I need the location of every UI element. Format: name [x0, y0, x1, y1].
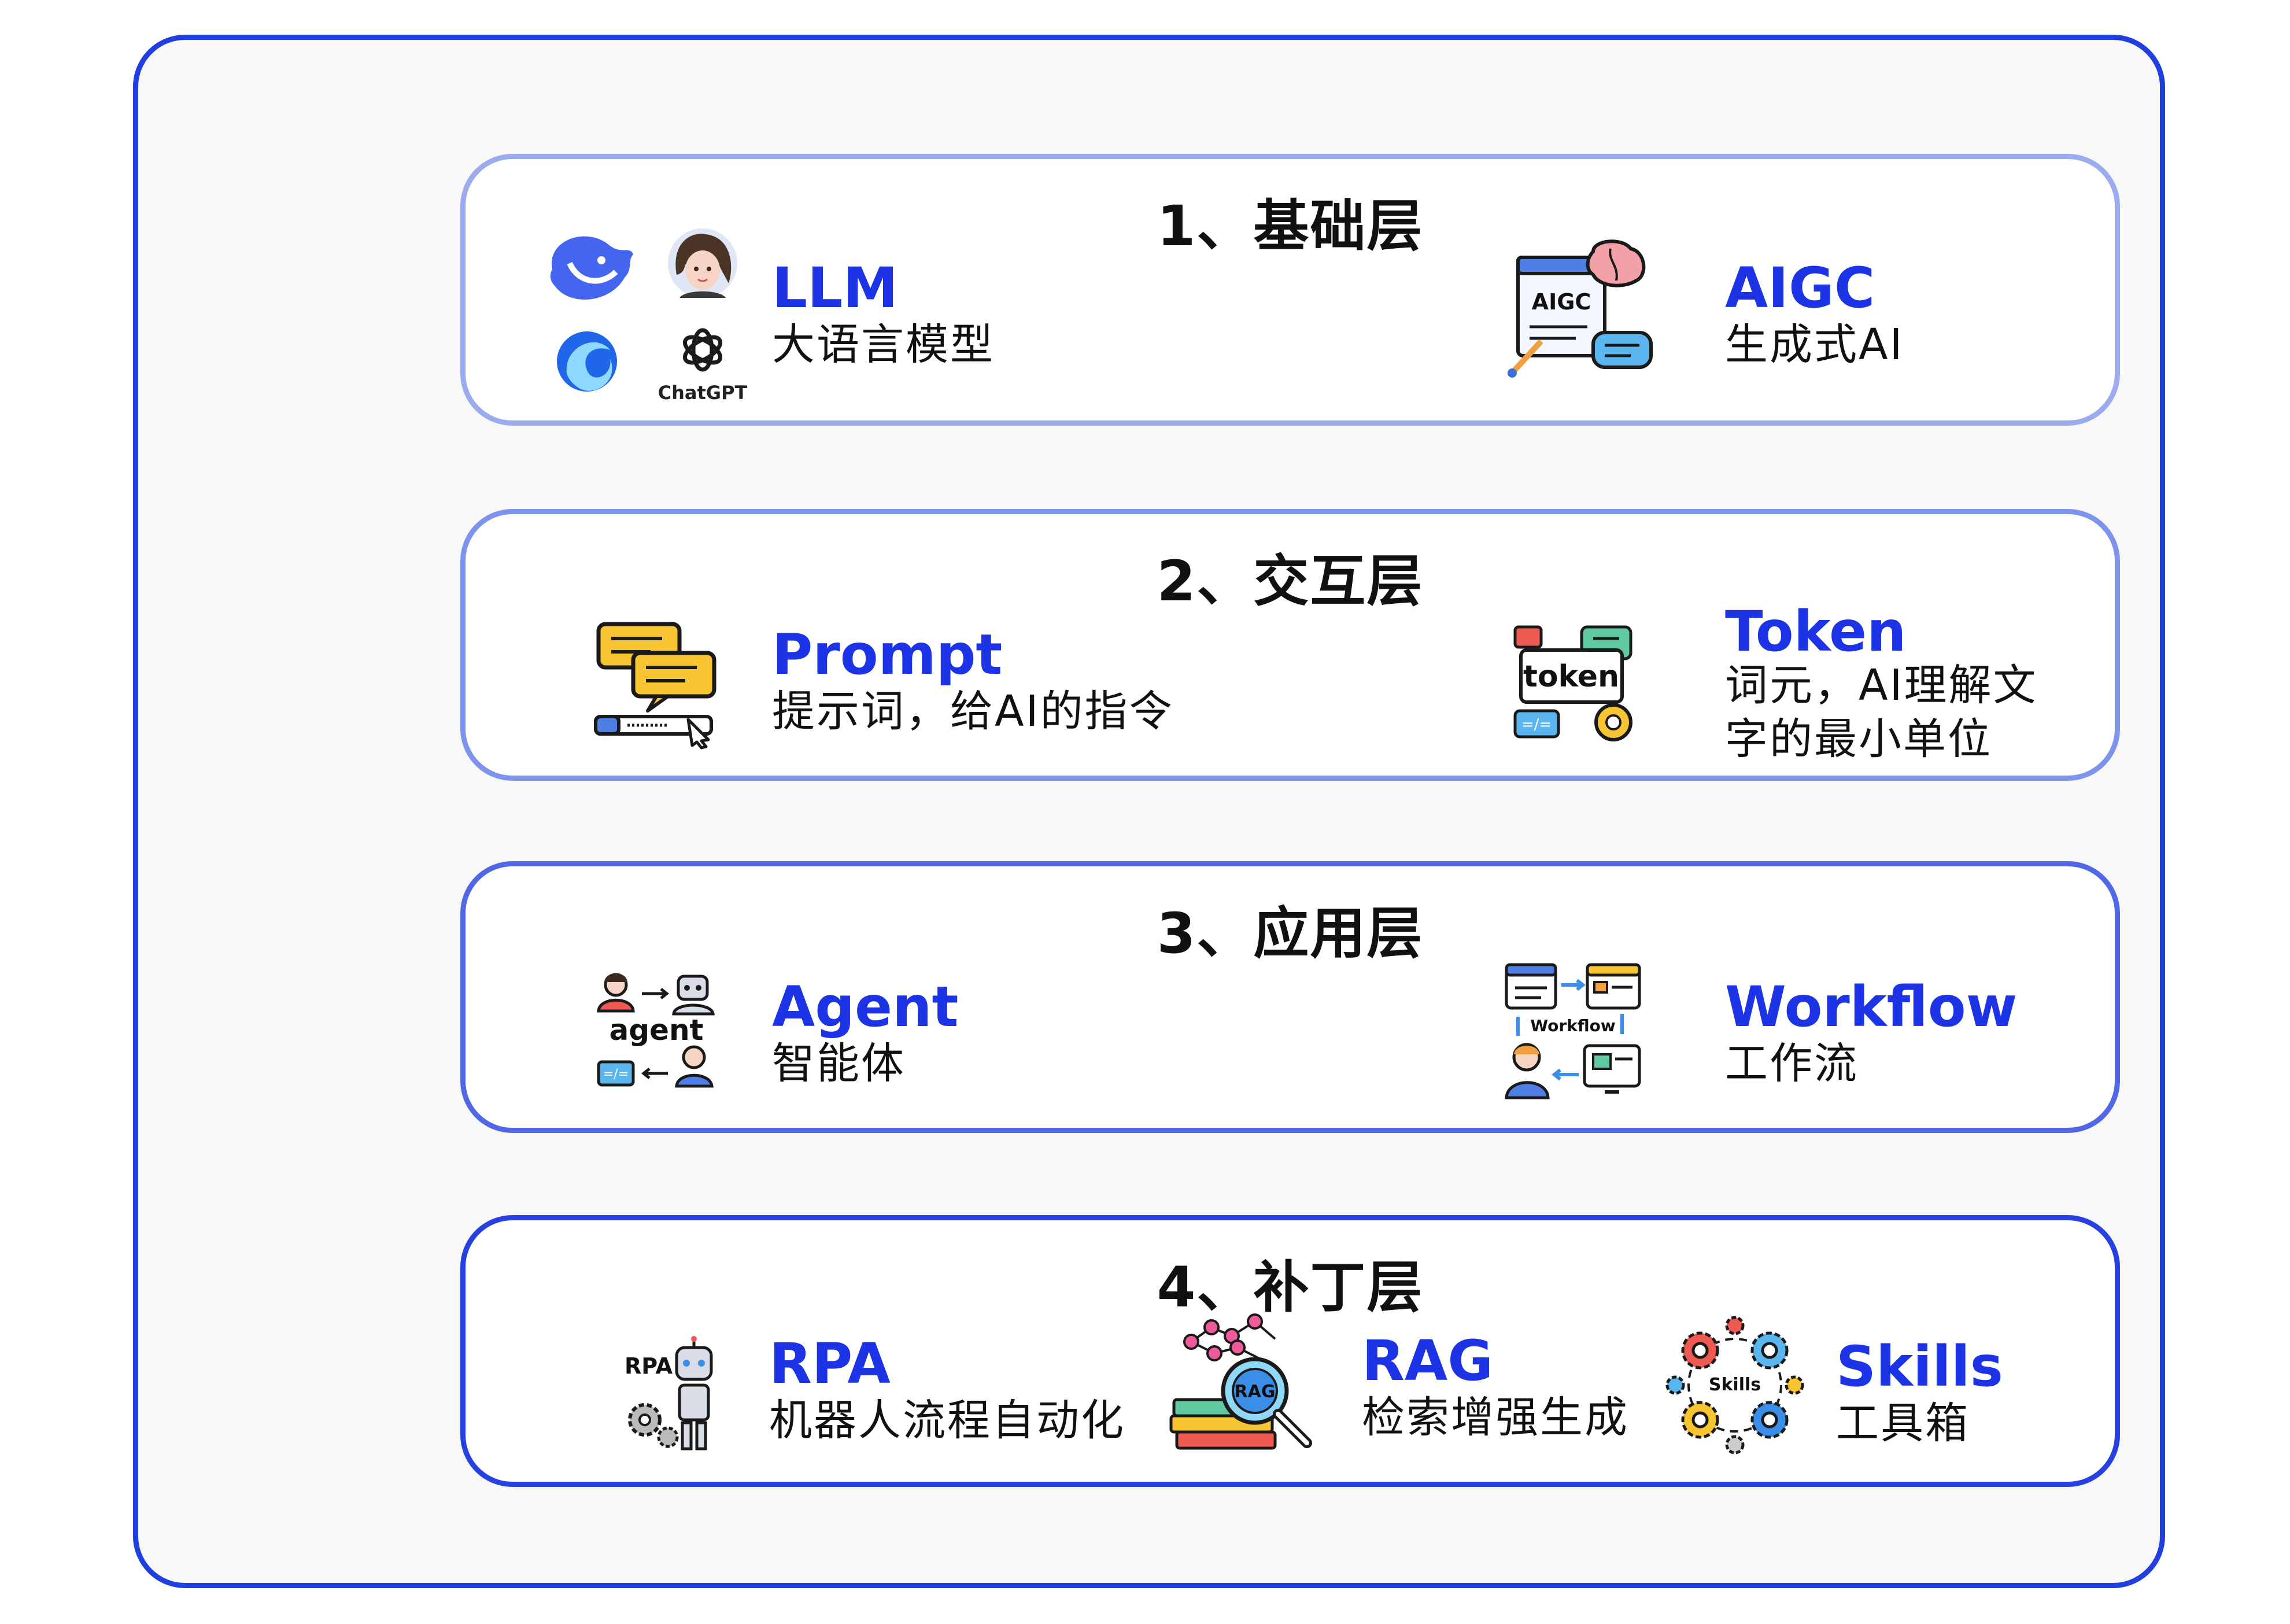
avatar-icon: [668, 228, 737, 298]
llm-models-icon: ChatGPT: [546, 228, 749, 408]
openai-icon: [682, 328, 723, 372]
term-skills: Skills: [1836, 1334, 2003, 1399]
skills-icon: Skills: [1665, 1316, 1804, 1455]
desc-skills: 工具箱: [1836, 1398, 1970, 1448]
desc-token: 词元，AI理解文 字的最小单位: [1725, 659, 2037, 766]
token-icon: token =/=: [1506, 624, 1645, 745]
rpa-caption: RPA: [625, 1353, 673, 1379]
desc-line: 字的最小单位: [1725, 714, 1992, 765]
workflow-icon: Workflow: [1501, 962, 1645, 1101]
diagram-frame: 1、基础层: [133, 35, 2165, 1588]
workflow-caption: Workflow: [1530, 1016, 1615, 1035]
desc-llm: 大语言模型: [772, 320, 995, 370]
swirl-icon: [557, 331, 617, 392]
layer-interaction: 2、交互层 Prompt 提示词，给AI的指令: [460, 509, 2120, 781]
desc-agent: 智能体: [772, 1039, 906, 1088]
layer-foundation: 1、基础层: [460, 154, 2120, 426]
layer-title: 2、交互层: [1157, 549, 1424, 614]
layer-title: 4、补丁层: [1157, 1255, 1424, 1320]
aigc-icon: AIGC: [1506, 239, 1657, 379]
term-rpa: RPA: [769, 1331, 891, 1396]
layer-title: 1、基础层: [1157, 194, 1424, 259]
desc-rag: 检索增强生成: [1362, 1393, 1629, 1442]
desc-line: 词元，AI理解文: [1725, 660, 2038, 710]
svg-text:=/=: =/=: [1521, 716, 1552, 733]
svg-text:=/=: =/=: [603, 1067, 629, 1082]
skills-caption: Skills: [1709, 1375, 1761, 1395]
term-llm: LLM: [772, 256, 898, 320]
desc-prompt: 提示词，给AI的指令: [772, 686, 1174, 736]
desc-aigc: 生成式AI: [1725, 320, 1904, 370]
rag-icon: RAG: [1168, 1313, 1318, 1460]
agent-caption: agent: [610, 1013, 704, 1047]
whale-icon: [550, 236, 633, 300]
desc-rpa: 机器人流程自动化: [769, 1396, 1125, 1445]
chatgpt-caption: ChatGPT: [658, 382, 748, 404]
layer-application: 3、应用层 agent =/= Agent 智能体: [460, 861, 2120, 1133]
agent-icon: agent =/=: [593, 970, 720, 1092]
term-prompt: Prompt: [772, 622, 1003, 687]
term-token: Token: [1725, 599, 1907, 664]
term-workflow: Workflow: [1725, 975, 2018, 1039]
term-rag: RAG: [1362, 1328, 1494, 1393]
rpa-icon: RPA: [622, 1336, 737, 1452]
term-aigc: AIGC: [1725, 256, 1875, 320]
layer-patch: 4、补丁层 RPA RPA 机器人流程自动化: [460, 1215, 2120, 1487]
term-agent: Agent: [772, 975, 959, 1039]
desc-workflow: 工作流: [1725, 1039, 1859, 1088]
rag-caption: RAG: [1235, 1382, 1276, 1402]
layer-title: 3、应用层: [1157, 901, 1424, 966]
prompt-icon: [593, 618, 720, 750]
aigc-caption: AIGC: [1532, 289, 1591, 315]
token-caption: token: [1523, 659, 1619, 694]
